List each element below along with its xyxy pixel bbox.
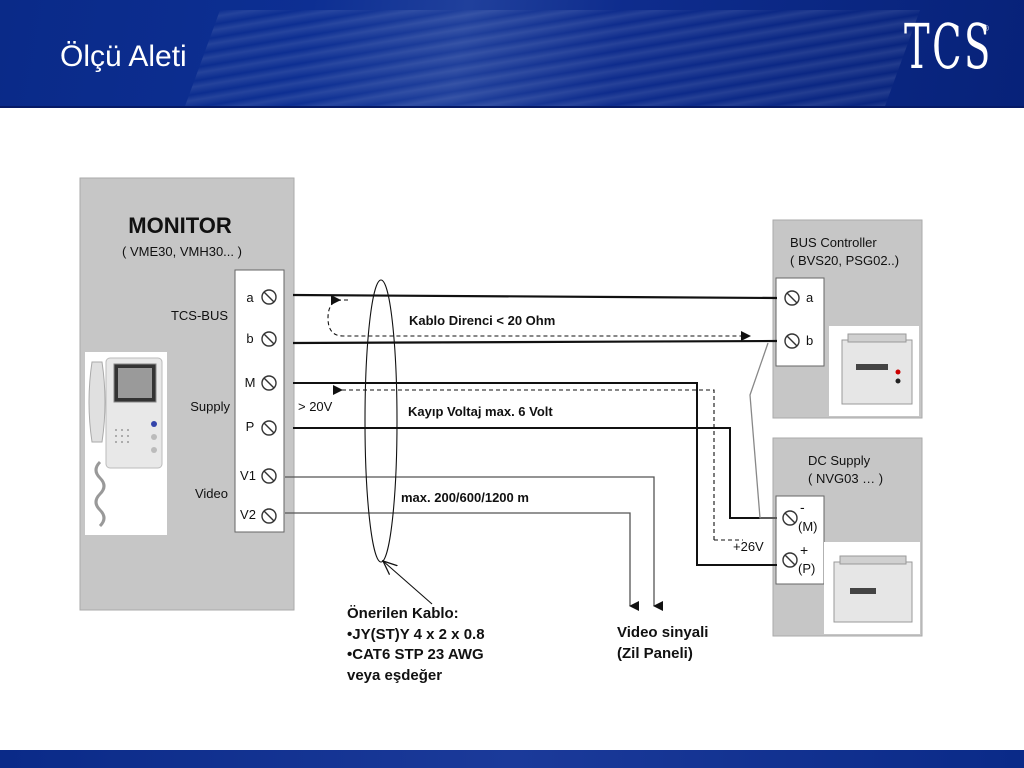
cable-recommendation-line-1: Önerilen Kablo:	[347, 605, 459, 622]
dc-supply-minus-sign: -	[800, 499, 805, 515]
wire-v2	[285, 512, 639, 611]
video-signal-line-2: (Zil Paneli)	[617, 645, 693, 662]
bus-controller-terminal-block	[775, 277, 825, 367]
registered-mark: ®	[983, 24, 989, 33]
monitor-terminal-m-label: M	[245, 375, 256, 390]
intercom-monitor-image	[85, 352, 167, 535]
bus-controller-device-image	[829, 326, 919, 416]
screw-icon	[261, 468, 277, 484]
dc-supply-plus-sign: +	[800, 542, 808, 558]
dc-supply-title: DC Supply	[808, 453, 871, 468]
screw-icon	[784, 333, 800, 349]
cable-bundle-ellipse	[364, 279, 398, 563]
header-divider	[0, 106, 1024, 108]
monitor-terminal-a-label: a	[246, 290, 254, 305]
bus-controller-title: BUS Controller	[790, 235, 877, 250]
slide-header	[0, 0, 1024, 108]
bus-controller-terminal-a-label: a	[806, 290, 814, 305]
video-wires	[285, 476, 663, 611]
screw-icon	[784, 290, 800, 306]
voltage-measure-loop	[333, 385, 743, 541]
dc-supply-terminal-block	[775, 495, 825, 585]
resistance-measure-loop	[327, 295, 751, 341]
wire-m	[293, 382, 777, 566]
tcs-bus-label: TCS-BUS	[171, 308, 228, 323]
dc-supply-device-image	[824, 542, 920, 634]
min-voltage-label: > 20V	[298, 399, 333, 414]
video-label: Video	[195, 486, 228, 501]
wire-a	[292, 293, 778, 300]
cable-pointer-arrow	[383, 561, 433, 605]
screw-icon	[261, 289, 277, 305]
dc-supply-screw-terminals	[782, 510, 798, 568]
monitor-terminal-p-label: P	[246, 419, 255, 434]
bus-controller-screw-terminals	[784, 290, 800, 349]
monitor-terminal-v1-label: V1	[240, 468, 256, 483]
wire-p	[293, 427, 777, 519]
wire-b	[292, 339, 778, 345]
monitor-terminal-v2-label: V2	[240, 507, 256, 522]
wire-v1	[285, 476, 663, 611]
dc-supply-p-label: (P)	[798, 561, 815, 576]
supply-voltage-label: +26V	[733, 539, 764, 554]
dc-supply-models: ( NVG03 … )	[808, 471, 883, 486]
monitor-title: MONITOR	[128, 213, 232, 238]
cable-recommendation-line-3: •CAT6 STP 23 AWG	[347, 646, 484, 663]
screw-icon	[261, 331, 277, 347]
slide-title: Ölçü Aleti	[60, 40, 187, 73]
cable-recommendation-line-2: •JY(ST)Y 4 x 2 x 0.8	[347, 626, 485, 643]
supply-wires	[293, 382, 777, 566]
monitor-terminal-block	[234, 269, 285, 533]
dc-supply-m-label: (M)	[798, 519, 818, 534]
screw-icon	[782, 552, 798, 568]
resistance-label: Kablo Direnci < 20 Ohm	[409, 313, 555, 328]
bus-controller-terminal-b-label: b	[806, 333, 813, 348]
screw-icon	[261, 375, 277, 391]
voltage-loss-label: Kayıp Voltaj max. 6 Volt	[408, 404, 553, 419]
tcs-logo: TCS	[904, 10, 993, 83]
screw-icon	[261, 508, 277, 524]
grey-link-wire	[749, 342, 777, 519]
video-signal-line-1: Video sinyali	[617, 624, 708, 641]
slide-footer-bar	[0, 750, 1024, 768]
bus-controller-models: ( BVS20, PSG02..)	[790, 253, 899, 268]
distance-label: max. 200/600/1200 m	[401, 490, 529, 505]
screw-icon	[261, 420, 277, 436]
monitor-screw-terminals	[261, 289, 277, 524]
cable-recommendation-line-4: veya eşdeğer	[347, 667, 442, 684]
supply-label: Supply	[190, 399, 230, 414]
monitor-terminal-b-label: b	[246, 331, 253, 346]
screw-icon	[782, 510, 798, 526]
monitor-models: ( VME30, VMH30... )	[122, 244, 242, 259]
